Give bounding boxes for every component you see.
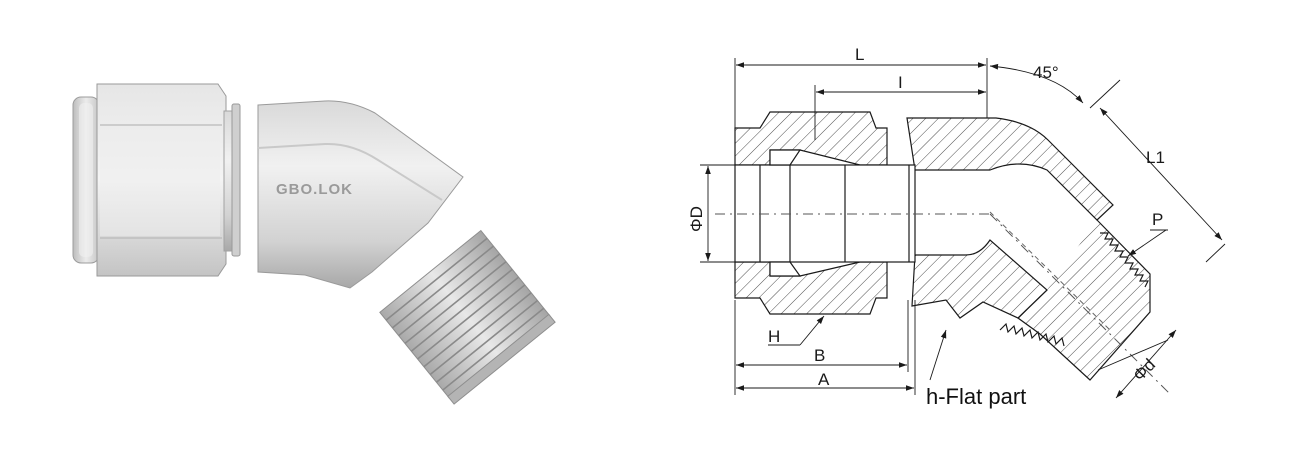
label-A: A [818, 370, 830, 389]
ferrule-back [769, 261, 802, 277]
section-body-upper [906, 117, 1114, 221]
label-P: P [1152, 210, 1163, 229]
dim-flat-leader [929, 329, 947, 381]
label-B: B [814, 346, 825, 365]
label-H: H [768, 327, 780, 346]
thread-lower [999, 322, 1065, 347]
label-L1: L1 [1146, 148, 1165, 167]
dim-angle [989, 63, 1084, 104]
bore [989, 211, 1111, 331]
label-flat: h-Flat part [926, 384, 1026, 409]
technical-drawing [700, 58, 1226, 399]
label-phiD: ΦD [687, 206, 706, 232]
dim-L1 [1099, 107, 1223, 241]
elbow-body [257, 100, 464, 289]
label-L: L [855, 45, 864, 64]
ferrule-front [769, 149, 802, 166]
section-body-lower [911, 239, 1048, 319]
brand-mark: GBO.LOK [276, 181, 353, 198]
nut-section [734, 111, 888, 166]
fitting-photo: GBO.LOK [72, 83, 556, 405]
nut-section-lower [734, 261, 888, 315]
label-angle: 45° [1033, 63, 1059, 82]
dim-P-leader [1127, 229, 1167, 257]
label-phid: Φd [1129, 355, 1159, 385]
label-I: I [898, 73, 903, 92]
